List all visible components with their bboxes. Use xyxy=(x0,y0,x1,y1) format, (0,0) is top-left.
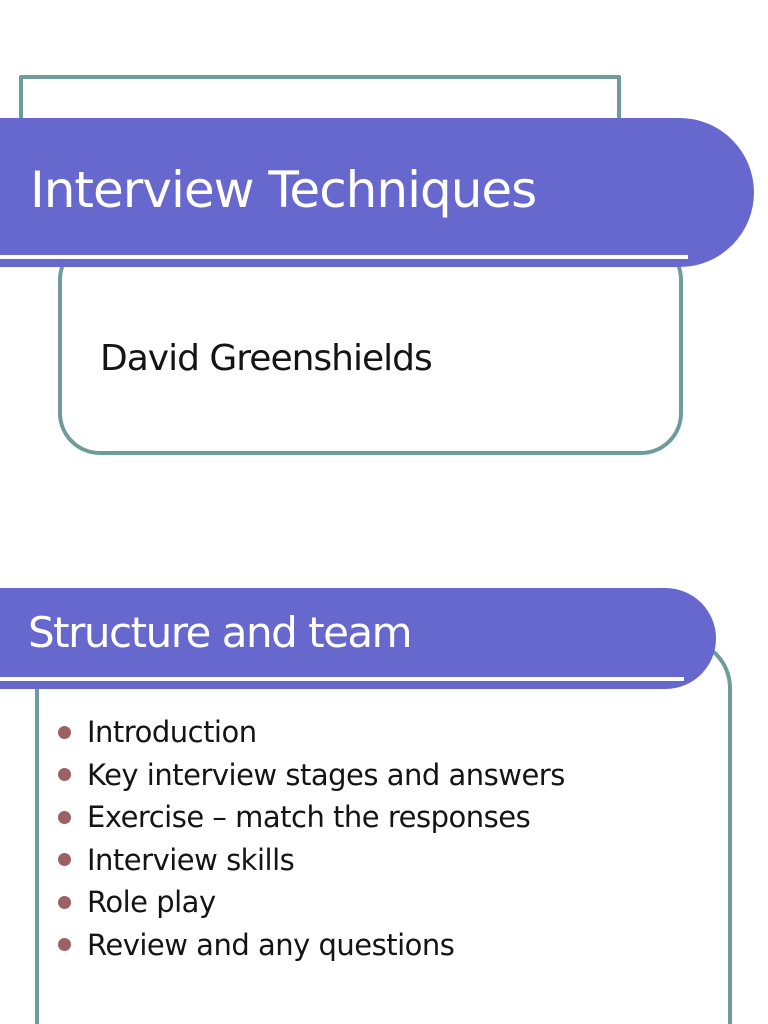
bullet-item: Interview skills xyxy=(58,839,565,882)
slide1-title-bar: Interview Techniques xyxy=(0,118,754,267)
bullet-item-label: Key interview stages and answers xyxy=(87,757,565,792)
bullet-item-label: Interview skills xyxy=(87,842,295,877)
bullet-item: Role play xyxy=(58,881,565,924)
slide1-title: Interview Techniques xyxy=(30,160,537,219)
slide1-body-box xyxy=(58,238,683,455)
bullet-dot-icon xyxy=(58,810,71,824)
bullet-item-label: Introduction xyxy=(87,715,257,750)
bullet-item-label: Review and any questions xyxy=(87,927,455,962)
bullet-dot-icon xyxy=(58,895,71,909)
slide2-title: Structure and team xyxy=(28,608,413,657)
bullet-dot-icon xyxy=(58,725,71,739)
slide1-title-underline xyxy=(0,255,688,259)
slide2-body-box xyxy=(35,638,732,1024)
bullet-dot-icon xyxy=(58,768,71,782)
slide2-title-bar: Structure and team xyxy=(0,588,716,689)
bullet-item: Introduction xyxy=(58,711,565,754)
slide1-subtitle: David Greenshields xyxy=(100,338,433,379)
bullet-item: Exercise – match the responses xyxy=(58,796,565,839)
bullet-dot-icon xyxy=(58,853,71,867)
bullet-item: Key interview stages and answers xyxy=(58,754,565,797)
bullet-item: Review and any questions xyxy=(58,924,565,967)
slide2-title-underline xyxy=(0,677,684,681)
bullet-dot-icon xyxy=(58,938,71,952)
bullet-item-label: Exercise – match the responses xyxy=(87,800,531,835)
bullet-item-label: Role play xyxy=(87,885,216,920)
slide2-bullet-list: Introduction Key interview stages and an… xyxy=(58,711,565,966)
